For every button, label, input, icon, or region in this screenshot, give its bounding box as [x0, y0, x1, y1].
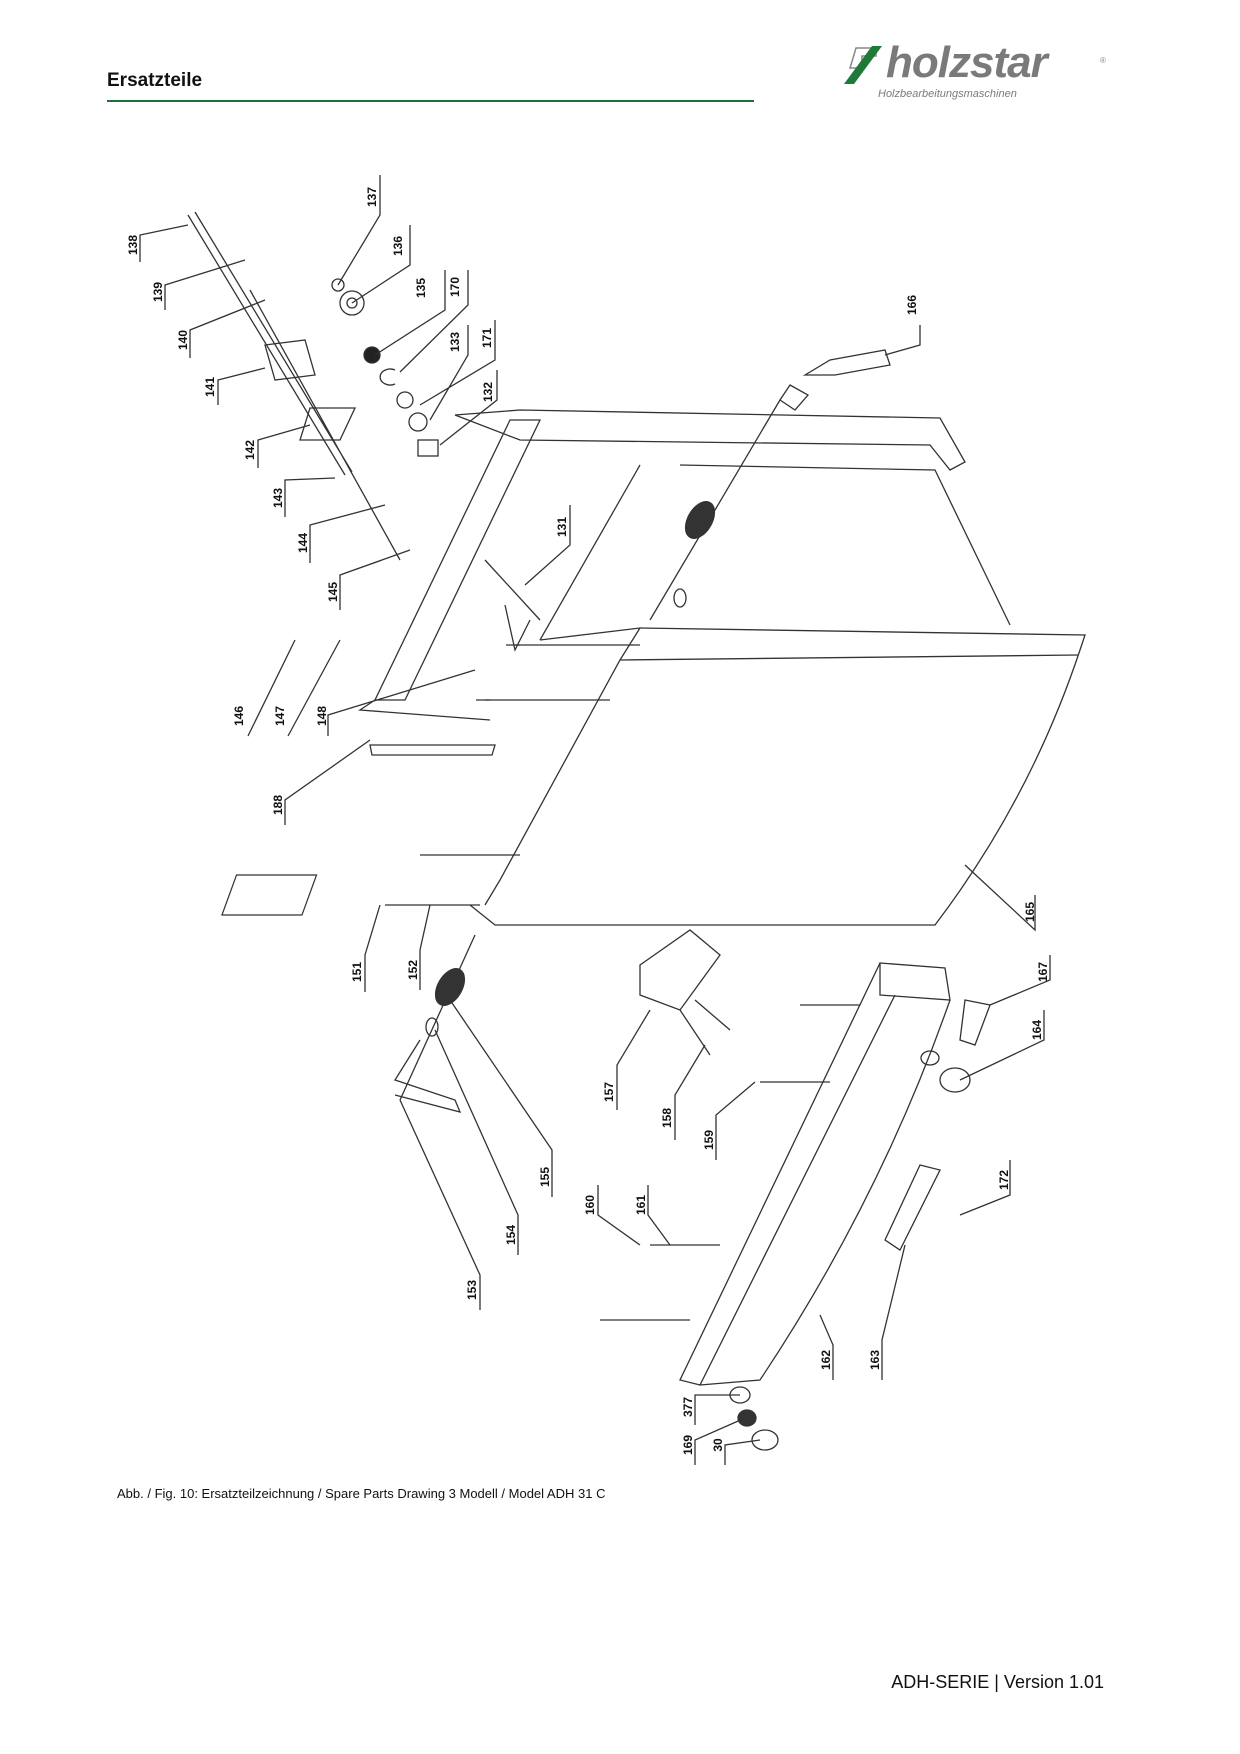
figure-caption: Abb. / Fig. 10: Ersatzteilzeichnung / Sp…: [117, 1486, 606, 1501]
part-label: 160: [583, 1194, 597, 1216]
part-label: 166: [905, 294, 919, 316]
part-label: 188: [271, 794, 285, 816]
part-label: 136: [391, 235, 405, 257]
part-label: 137: [365, 186, 379, 208]
part-label: 153: [465, 1279, 479, 1301]
part-label: 163: [868, 1349, 882, 1371]
part-label: 140: [176, 329, 190, 351]
part-label: 164: [1030, 1019, 1044, 1041]
part-label: 377: [681, 1396, 695, 1418]
part-label: 151: [350, 961, 364, 983]
part-label: 138: [126, 234, 140, 256]
part-label: 161: [634, 1194, 648, 1216]
part-label: 132: [481, 381, 495, 403]
part-label: 139: [151, 281, 165, 303]
part-label: 152: [406, 959, 420, 981]
part-label: 135: [414, 277, 428, 299]
part-label: 142: [243, 439, 257, 461]
part-label: 143: [271, 487, 285, 509]
part-label: 154: [504, 1224, 518, 1246]
part-label: 155: [538, 1166, 552, 1188]
part-label: 165: [1023, 901, 1037, 923]
part-label: 162: [819, 1349, 833, 1371]
part-label: 172: [997, 1169, 1011, 1191]
part-label: 131: [555, 516, 569, 538]
part-label: 170: [448, 276, 462, 298]
part-label: 158: [660, 1107, 674, 1129]
part-label: 141: [203, 376, 217, 398]
part-label: 144: [296, 532, 310, 554]
part-label: 169: [681, 1434, 695, 1456]
section-title: Ersatzteile: [107, 70, 203, 91]
logo-mark-icon: [844, 46, 882, 84]
registered-mark: ®: [1100, 56, 1106, 65]
part-label: 148: [315, 705, 329, 727]
holzstar-logo: holzstar Holzbearbeitungsmaschinen ®: [842, 38, 1112, 104]
part-label: 147: [273, 705, 287, 727]
part-label: 159: [702, 1129, 716, 1151]
logo-wordmark: holzstar: [886, 38, 1048, 87]
part-label: 157: [602, 1081, 616, 1103]
part-label: 133: [448, 331, 462, 353]
part-label: 145: [326, 581, 340, 603]
part-label: 30: [711, 1438, 725, 1452]
part-label: 171: [480, 327, 494, 349]
logo-subtitle: Holzbearbeitungsmaschinen: [878, 88, 1017, 100]
page-footer: ADH-SERIE | Version 1.01: [891, 1672, 1104, 1692]
header-divider: [107, 100, 754, 102]
part-label: 167: [1036, 961, 1050, 983]
part-label: 146: [232, 705, 246, 727]
